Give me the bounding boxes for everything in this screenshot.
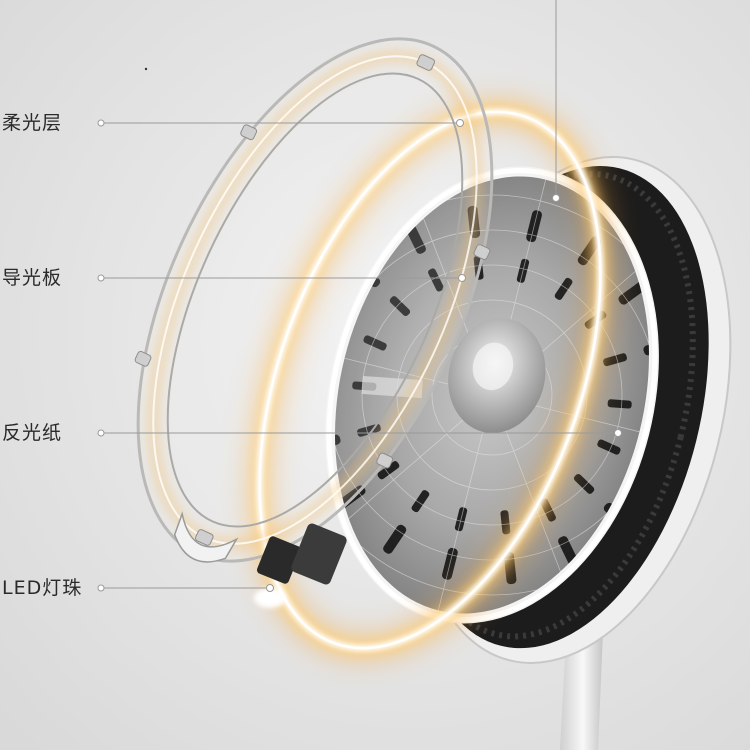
leader-dot-soft-light-start [97, 119, 105, 127]
speck [144, 67, 148, 71]
leader-dot-led-start [97, 584, 105, 592]
label-reflector-paper: 反光纸 [2, 422, 63, 444]
label-led-beads: LED灯珠 [2, 577, 83, 599]
label-soft-light-layer: 柔光层 [2, 112, 63, 134]
label-light-guide-plate: 导光板 [2, 267, 63, 289]
leader-dot-soft-light-end [456, 119, 464, 127]
leader-dot-reflector-end [614, 429, 622, 437]
leader-dot-light-guide-end [458, 274, 466, 282]
led-beads [254, 523, 347, 608]
leader-dot-top-end [552, 194, 560, 202]
leader-dot-led-end [266, 584, 274, 592]
soft-light-layer [134, 37, 494, 563]
reflector-paper [291, 166, 693, 624]
leader-dot-reflector-start [97, 429, 105, 437]
light-guide-plate [246, 98, 614, 662]
leader-dot-light-guide-start [97, 274, 105, 282]
